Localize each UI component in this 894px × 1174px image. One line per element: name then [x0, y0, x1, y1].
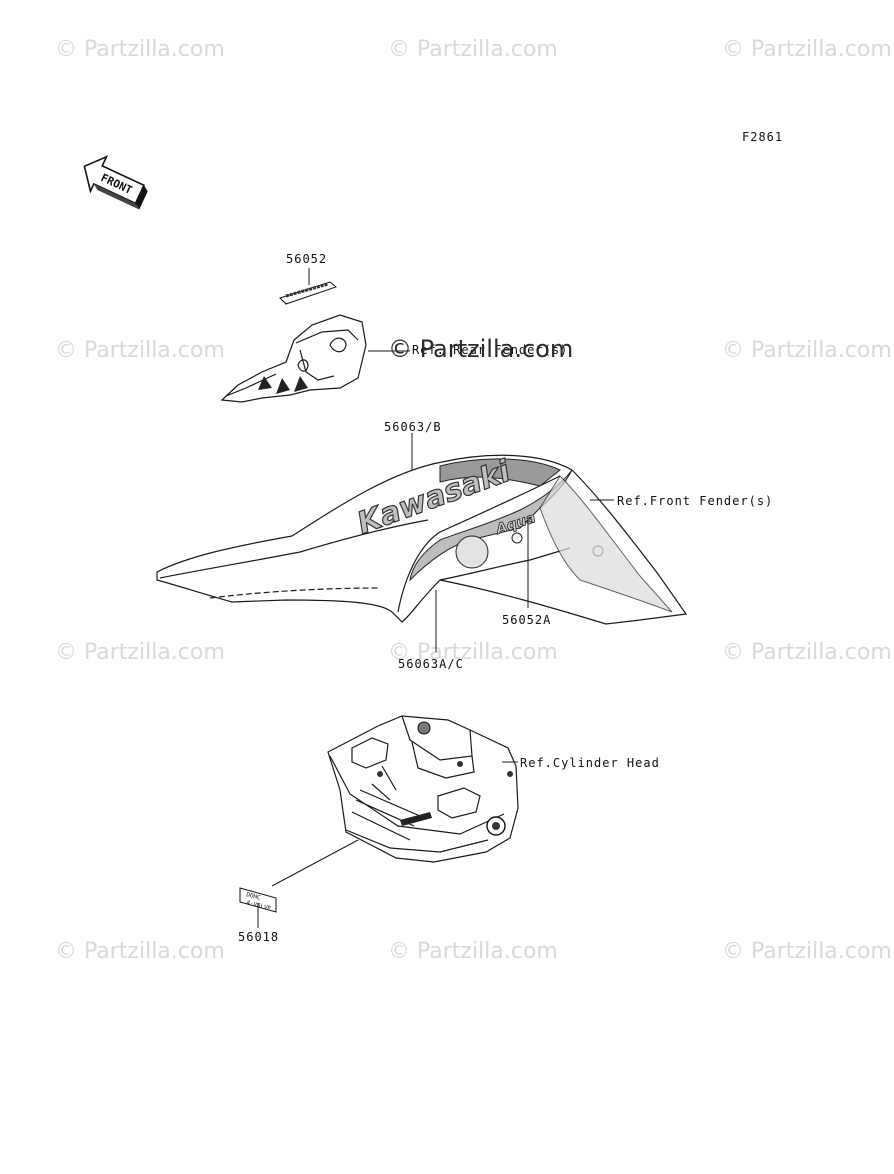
watermark-text: © Partzilla.com — [722, 338, 892, 363]
ref-cylinder-head: Ref.Cylinder Head — [520, 756, 660, 770]
decal-56052 — [279, 281, 338, 305]
cylinder-head-drawing — [327, 715, 519, 863]
ref-rear-fender: Ref. Rear Fender(s) — [412, 343, 568, 357]
watermark-text: © Partzilla.com — [55, 640, 225, 665]
part-number-56052: 56052 — [286, 252, 327, 266]
figure-code: F2861 — [742, 130, 783, 144]
watermark-text: © Partzilla.com — [388, 939, 558, 964]
watermark-text: © Partzilla.com — [55, 37, 225, 62]
valve-decal-line-1: DOHC — [245, 891, 261, 902]
front-direction-arrow: FRONT — [83, 155, 148, 210]
part-number-56052a: 56052A — [502, 613, 551, 627]
watermark-text: © Partzilla.com — [388, 640, 558, 665]
watermark-text: © Partzilla.com — [722, 37, 892, 62]
watermark-text: © Partzilla.com — [722, 640, 892, 665]
front-fender-drawing: Kawasaki Aqua — [156, 453, 688, 625]
ref-front-fender: Ref.Front Fender(s) — [617, 494, 773, 508]
watermark-layer: © Partzilla.com © Partzilla.com © Partzi… — [55, 37, 892, 964]
leader-line — [271, 839, 359, 887]
watermark-text: © Partzilla.com — [722, 939, 892, 964]
rear-fender-drawing — [220, 314, 410, 403]
watermark-text: © Partzilla.com — [55, 939, 225, 964]
watermark-text: © Partzilla.com — [388, 37, 558, 62]
part-number-56018: 56018 — [238, 930, 279, 944]
overlay-watermark: © Partzilla.com — [388, 335, 573, 363]
part-number-56063a-c: 56063A/C — [398, 657, 464, 671]
watermark-text: © Partzilla.com — [55, 338, 225, 363]
part-number-56063-b: 56063/B — [384, 420, 442, 434]
